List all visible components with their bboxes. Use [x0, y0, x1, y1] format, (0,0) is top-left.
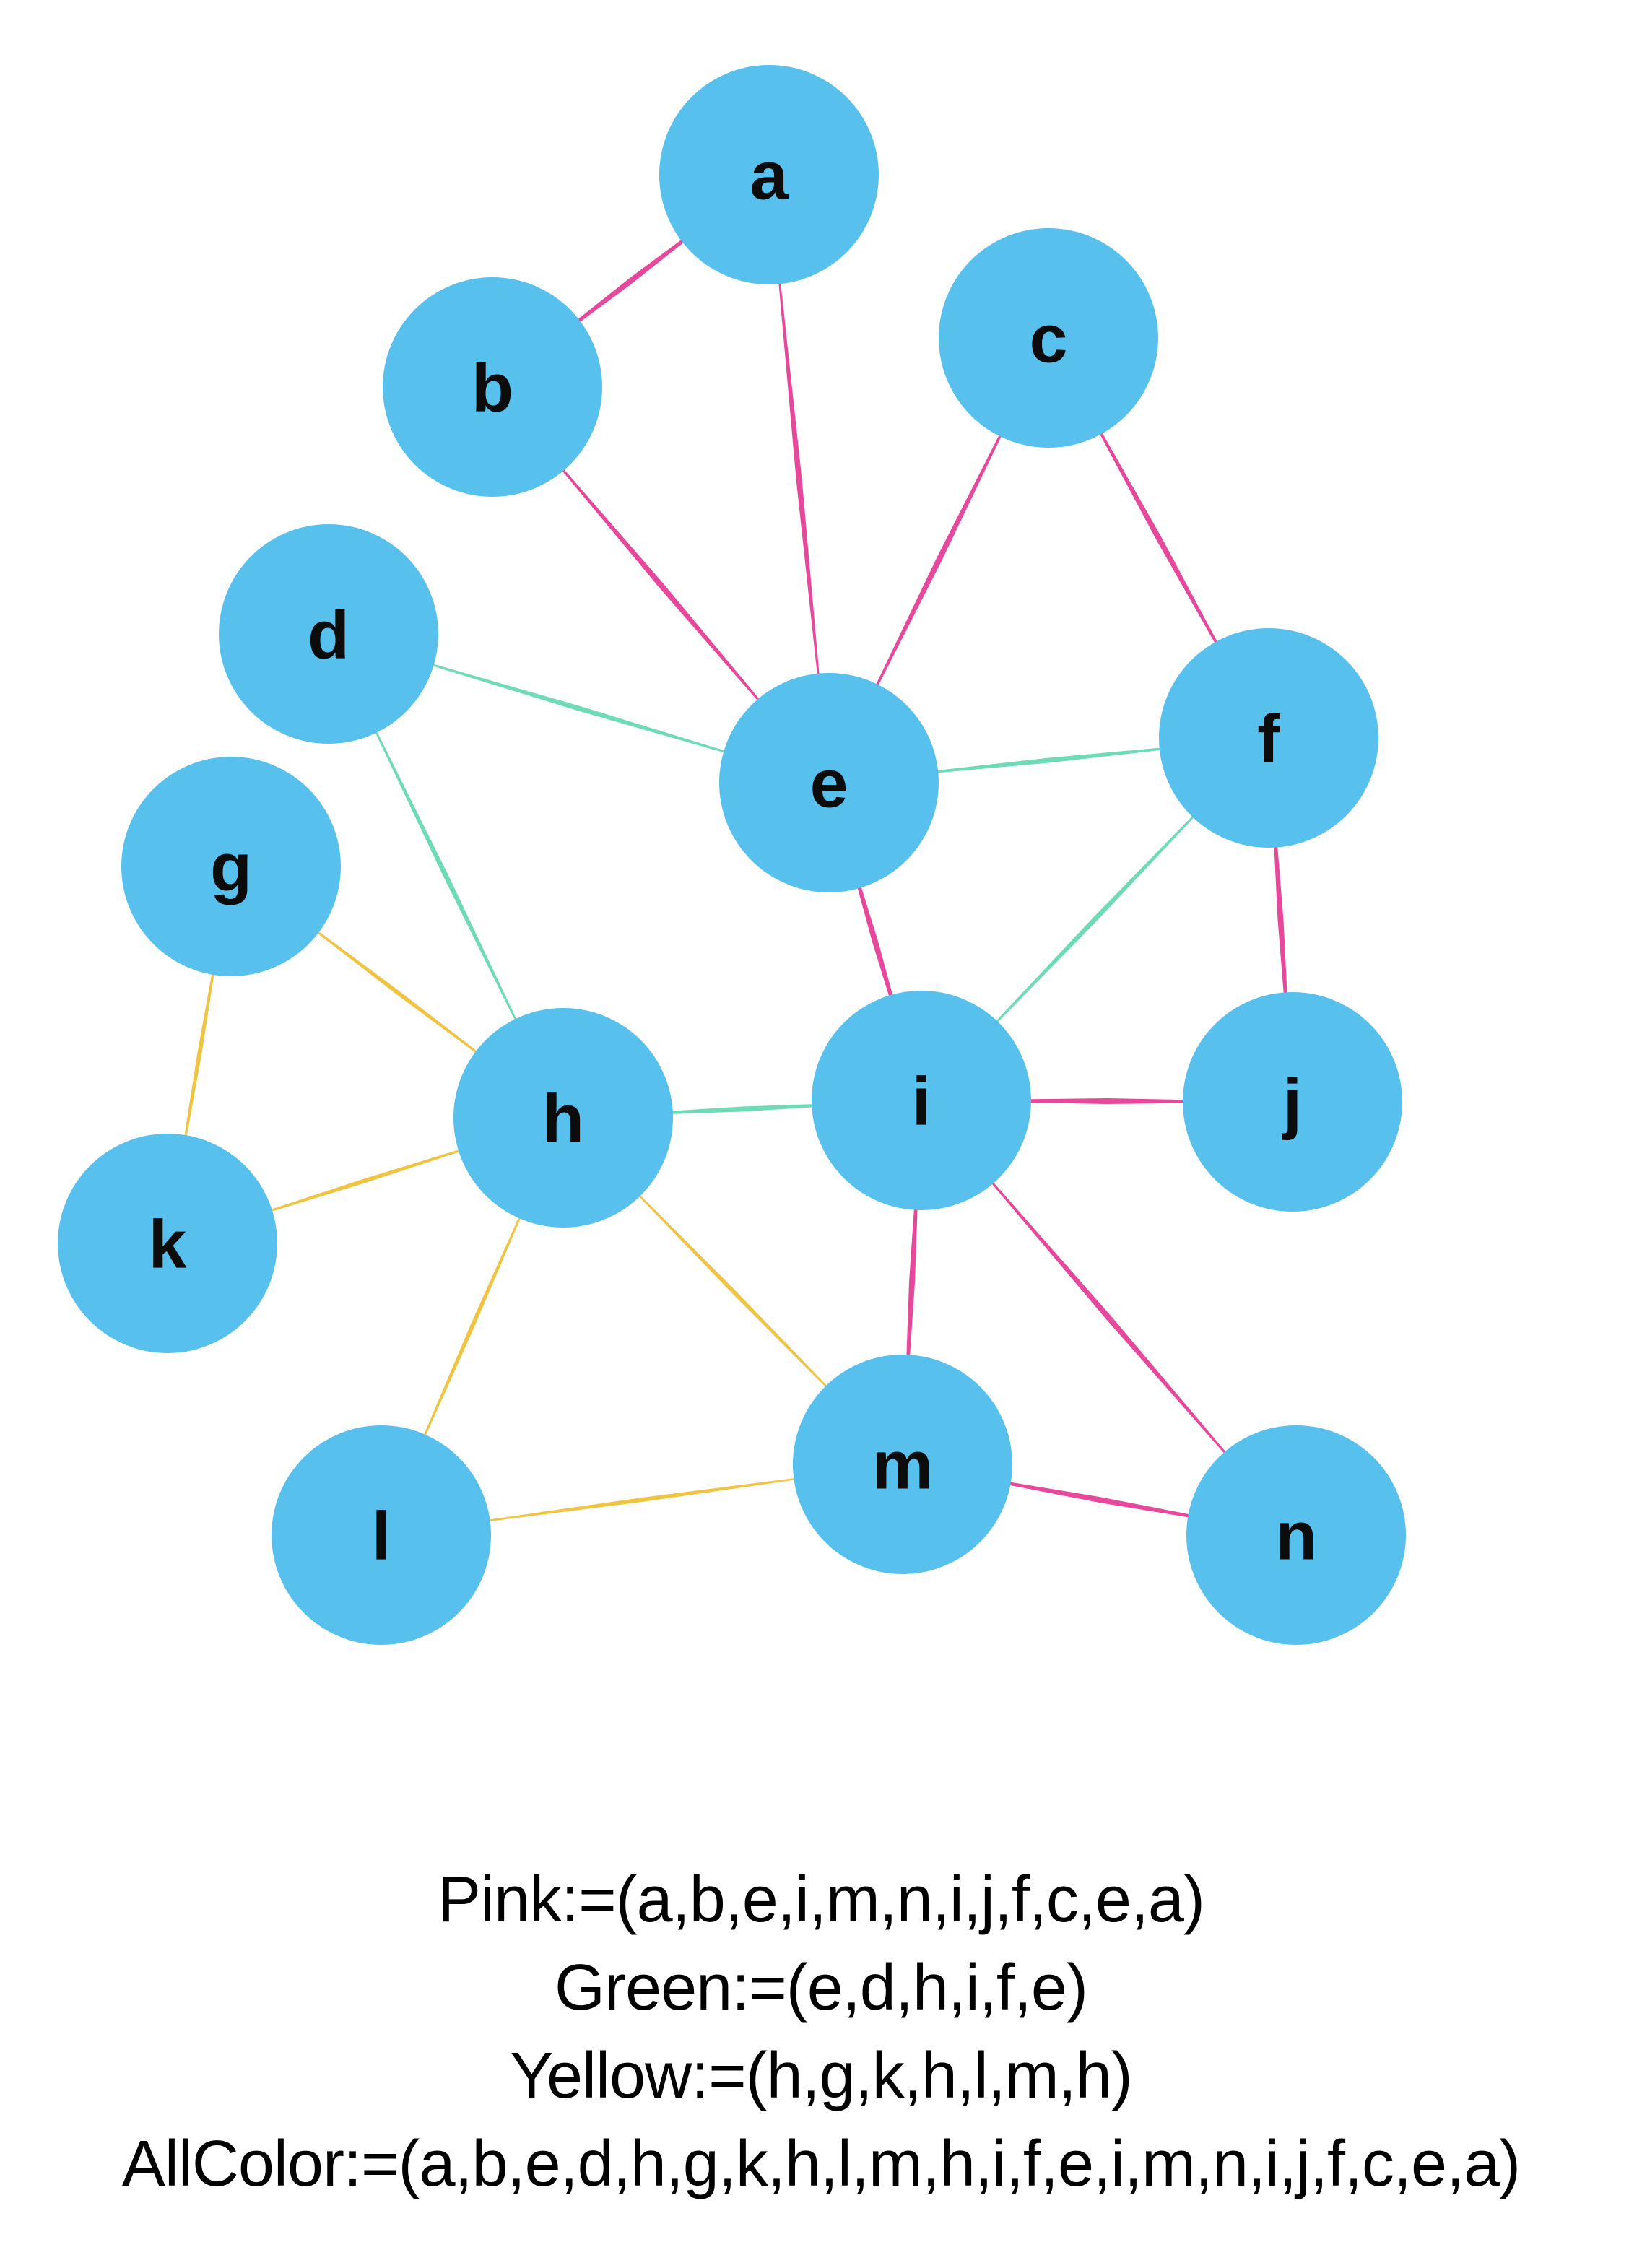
edge-d-h-green: [329, 634, 563, 1118]
caption-block: Pink:=(a,b,e,i,m,n,i,j,f,c,e,a) Green:=(…: [0, 1856, 1642, 2208]
node-e: [719, 673, 939, 892]
node-label-m: m: [872, 1427, 933, 1503]
node-label-g: g: [210, 829, 252, 905]
node-d: [219, 524, 438, 744]
node-label-l: l: [372, 1498, 391, 1574]
node-label-b: b: [472, 349, 513, 426]
edge-m-h-yellow: [563, 1118, 903, 1464]
node-label-h: h: [542, 1080, 584, 1157]
node-label-a: a: [750, 137, 789, 214]
node-k: [58, 1134, 277, 1353]
node-label-c: c: [1030, 300, 1068, 377]
edge-l-m-yellow: [381, 1464, 903, 1535]
node-label-e: e: [810, 745, 848, 822]
edge-f-e-green: [829, 738, 1269, 783]
node-b: [383, 277, 602, 497]
node-f: [1159, 628, 1378, 848]
node-a: [659, 65, 879, 284]
caption-line-allcolor: AllColor:=(a,b,e,d,h,g,k,h,l,m,h,i,f,e,i…: [121, 2128, 1521, 2200]
caption-line-green: Green:=(e,d,h,i,f,e): [555, 1952, 1088, 2024]
edge-h-l-yellow: [381, 1118, 563, 1535]
node-label-j: j: [1282, 1064, 1302, 1141]
node-label-n: n: [1275, 1498, 1317, 1574]
node-g: [121, 757, 341, 976]
node-j: [1183, 992, 1402, 1212]
node-label-f: f: [1257, 700, 1280, 777]
node-m: [793, 1355, 1012, 1574]
caption-line-yellow: Yellow:=(h,g,k,h,l,m,h): [510, 2040, 1133, 2112]
edge-c-e-pink: [829, 338, 1048, 783]
edge-f-c-pink: [1048, 338, 1269, 738]
node-label-i: i: [912, 1063, 931, 1139]
node-label-k: k: [149, 1206, 187, 1282]
edge-n-i-pink: [921, 1100, 1296, 1535]
node-n: [1186, 1425, 1406, 1645]
edge-e-d-green: [329, 634, 829, 783]
node-c: [939, 228, 1158, 448]
node-i: [812, 991, 1031, 1210]
node-h: [453, 1008, 673, 1228]
node-label-d: d: [308, 596, 349, 673]
edge-b-e-pink: [492, 387, 829, 783]
caption-line-pink: Pink:=(a,b,e,i,m,n,i,j,f,c,e,a): [438, 1864, 1205, 1936]
edge-i-f-green: [921, 738, 1269, 1100]
edge-e-a-pink: [769, 175, 829, 783]
node-l: [272, 1425, 491, 1645]
